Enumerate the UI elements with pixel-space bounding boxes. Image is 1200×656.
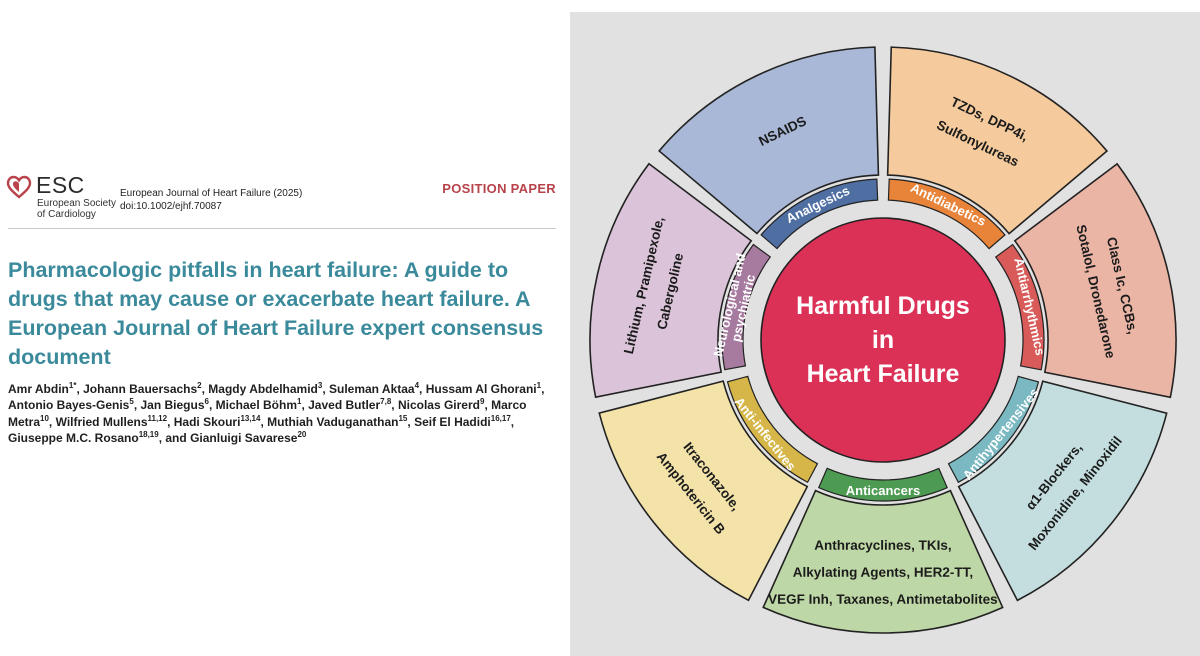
category-sector [817,467,948,502]
logo-line-2: of Cardiology [37,209,96,220]
journal-info: European Journal of Heart Failure (2025)… [120,187,302,213]
outer-sector [589,162,753,399]
category-sector [994,243,1045,371]
logo-line-1: European Society [37,198,116,209]
category-sector [721,243,772,371]
author-name[interactable]: Wilfried Mullens11,12 [55,413,168,429]
heart-icon [6,175,32,199]
journal-name: European Journal of Heart Failure (2025) [120,188,303,199]
author-name[interactable]: Michael Böhm1 [215,397,302,413]
category-sector [887,178,1006,250]
author-affiliation: 16,17 [490,413,511,423]
journal-doi[interactable]: doi:10.1002/ejhf.70087 [120,201,222,212]
author-name[interactable]: Gianluigi Savarese20 [190,430,307,446]
outer-sector [658,46,880,235]
author-name[interactable]: Magdy Abdelhamid3 [208,381,323,397]
author-affiliation: 1* [68,381,77,390]
outer-sector [762,489,1004,634]
outer-sector [957,380,1168,602]
author-name[interactable]: Marco Metra10 [8,398,527,429]
author-name[interactable]: Johann Bauersachs2 [83,381,202,397]
esc-logo[interactable]: ESC European Society of Cardiology [6,172,116,222]
author-affiliation: 2 [197,381,202,390]
author-name[interactable]: Amr Abdin1* [8,381,77,397]
paper-header-panel: ESC European Society of Cardiology Europ… [0,0,570,656]
author-affiliation: 6 [204,397,209,407]
author-affiliation: 5 [129,397,134,407]
outer-sector [1013,162,1177,399]
outer-sector [598,380,809,602]
author-name[interactable]: Hussam Al Ghorani1 [425,381,542,397]
author-list: Amr Abdin1*, Johann Bauersachs2, Magdy A… [8,381,545,446]
author-name[interactable]: Nicolas Girerd9 [397,397,485,413]
category-sector [726,375,819,484]
author-name[interactable]: Jan Biegus6 [140,397,209,413]
author-name[interactable]: Antonio Bayes-Genis5 [8,397,134,413]
author-affiliation: 7,8 [380,397,392,407]
author-affiliation: 18,19 [138,430,159,440]
author-affiliation: 10 [40,413,49,423]
category-sector [760,178,879,250]
paper-type-label: POSITION PAPER [442,181,556,196]
author-name[interactable]: Giuseppe M.C. Rosano18,19 [8,430,159,446]
logo-name: ESC [36,172,85,198]
author-name[interactable]: Javed Butler7,8 [308,397,392,413]
author-name[interactable]: Seif El Hadidi16,17 [414,413,511,429]
category-label: Anticancers [846,483,920,498]
author-affiliation: 9 [479,397,485,407]
category-sector [947,375,1040,484]
author-affiliation: 13,14 [240,413,261,423]
paper-title: Pharmacologic pitfalls in heart failure:… [8,258,544,369]
outer-sector [886,46,1109,235]
author-affiliation: 11,12 [147,413,168,423]
author-affiliation: 3 [317,381,323,390]
author-name[interactable]: Muthiah Vaduganathan15 [267,413,408,429]
drug-label: Anthracyclines, TKIs,Alkylating Agents, … [768,538,998,607]
author-name[interactable]: Suleman Aktaa4 [329,381,420,397]
header-divider [8,228,556,229]
center-circle [760,217,1006,463]
author-affiliation: 15 [398,413,408,423]
author-affiliation: 1 [536,381,542,390]
author-affiliation: 1 [297,397,302,407]
author-affiliation: 20 [297,430,307,440]
author-affiliation: 4 [414,381,420,390]
author-name[interactable]: Hadi Skouri13,14 [173,413,261,429]
